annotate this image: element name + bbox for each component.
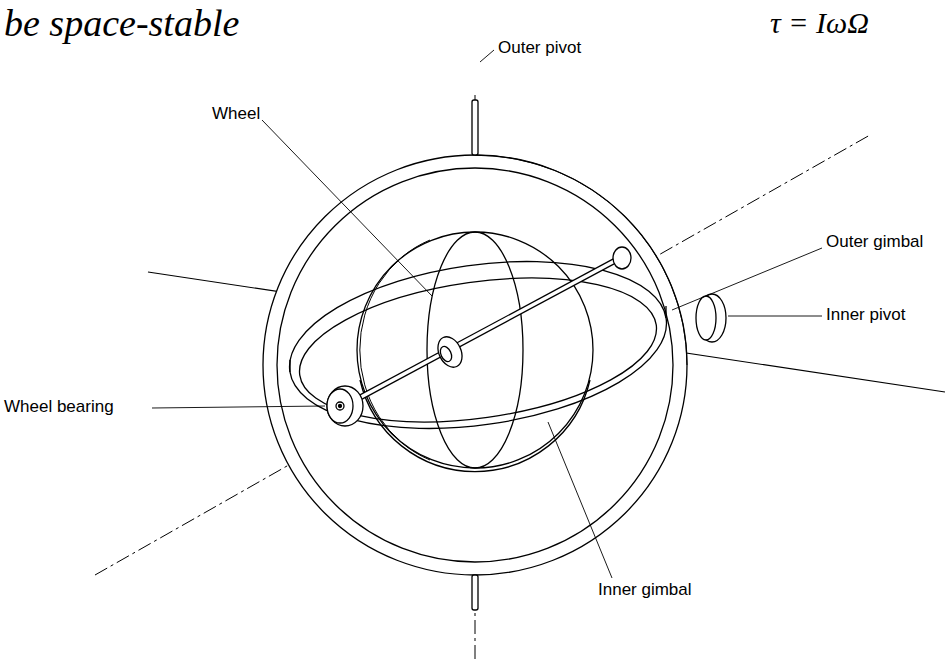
slide-title: be space-stable (4, 2, 239, 46)
part-label: Outer gimbal (826, 232, 923, 252)
part-label: Wheel bearing (4, 397, 114, 417)
torque-equation: τ = IωΩ (770, 6, 869, 41)
part-label: Outer pivot (498, 38, 581, 58)
part-label: Wheel (212, 104, 260, 124)
part-label: Inner gimbal (598, 580, 692, 600)
part-label: Inner pivot (826, 305, 905, 325)
